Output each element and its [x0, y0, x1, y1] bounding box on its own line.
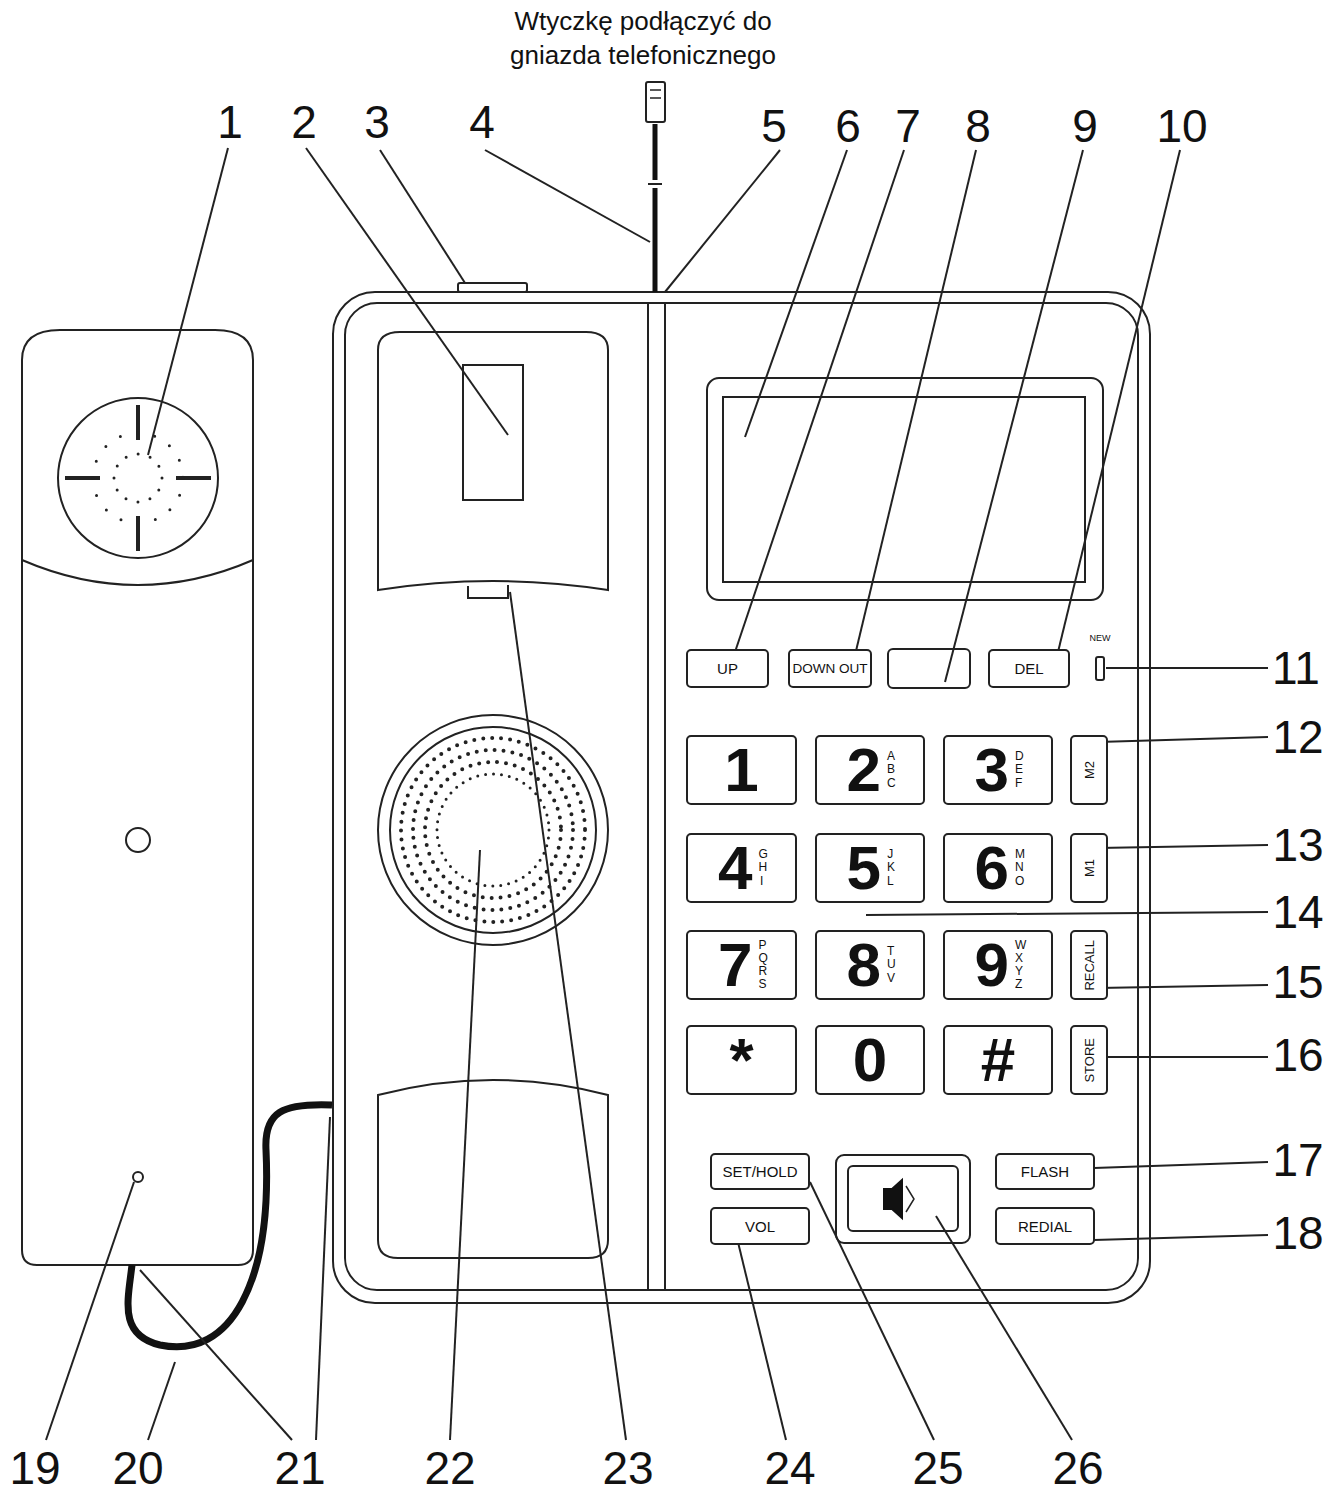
keypad-key: 6 MNO — [943, 833, 1053, 903]
callout-number: 15 — [1272, 959, 1323, 1005]
memory-button: STORE — [1070, 1025, 1108, 1095]
keypad-key: 0 — [815, 1025, 925, 1095]
callout-number: 10 — [1156, 103, 1207, 149]
callout-number: 16 — [1272, 1032, 1323, 1078]
function-button: SET/HOLD — [710, 1153, 810, 1190]
function-button: DEL — [988, 649, 1070, 688]
keypad-key: 4 GHI — [686, 833, 797, 903]
function-button: DOWN OUT — [788, 649, 872, 688]
key-digit: 1 — [724, 739, 758, 801]
key-digit: 6 — [974, 837, 1008, 899]
keypad-key: 2 ABC — [815, 735, 925, 805]
key-letters: PQRS — [758, 939, 765, 992]
callout-number: 3 — [364, 99, 390, 145]
key-digit: 0 — [853, 1029, 887, 1091]
key-digit: 2 — [846, 739, 880, 801]
button-label: M2 — [1083, 761, 1096, 779]
key-letters: ABC — [887, 750, 894, 790]
callout-number: 4 — [469, 99, 495, 145]
callout-number: 14 — [1272, 889, 1323, 935]
callout-number: 11 — [1272, 645, 1320, 691]
button-label: UP — [717, 661, 738, 676]
memory-button: M1 — [1070, 833, 1108, 903]
key-letters: WXYZ — [1015, 939, 1022, 992]
callout-number: 24 — [764, 1445, 815, 1491]
callout-number: 17 — [1272, 1137, 1323, 1183]
function-button: FLASH — [995, 1153, 1095, 1190]
callout-number: 20 — [112, 1445, 163, 1491]
callout-number: 12 — [1272, 714, 1323, 760]
callout-number: 6 — [835, 103, 861, 149]
keypad-key: 8 TUV — [815, 930, 925, 1000]
keypad-key: * — [686, 1025, 797, 1095]
button-label: REDIAL — [1018, 1219, 1072, 1234]
function-button: REDIAL — [995, 1207, 1095, 1245]
key-digit: 7 — [718, 934, 752, 996]
keypad-key: # — [943, 1025, 1053, 1095]
callout-number: 9 — [1072, 103, 1098, 149]
callout-number: 22 — [424, 1445, 475, 1491]
callout-number: 18 — [1272, 1210, 1323, 1256]
callout-number: 23 — [602, 1445, 653, 1491]
callout-number: 5 — [761, 103, 787, 149]
keypad-key: 9 WXYZ — [943, 930, 1053, 1000]
key-digit: 4 — [718, 837, 752, 899]
button-label: RECALL — [1083, 940, 1096, 991]
button-label: VOL — [745, 1219, 775, 1234]
button-label: SET/HOLD — [722, 1164, 797, 1179]
key-letters: GHI — [758, 848, 765, 888]
callout-number: 7 — [895, 103, 921, 149]
key-digit: * — [729, 1029, 753, 1091]
key-digit: 5 — [846, 837, 880, 899]
key-letters: MNO — [1015, 848, 1022, 888]
key-letters: TUV — [887, 945, 894, 985]
callout-number: 25 — [912, 1445, 963, 1491]
memory-button: M2 — [1070, 735, 1108, 805]
callout-number: 13 — [1272, 822, 1323, 868]
key-digit: 8 — [846, 934, 880, 996]
keypad-key: 3 DEF — [943, 735, 1053, 805]
keypad-key: 1 — [686, 735, 797, 805]
key-letters: DEF — [1015, 750, 1022, 790]
callout-number: 21 — [274, 1445, 325, 1491]
keypad-key: 5 JKL — [815, 833, 925, 903]
callout-number: 19 — [9, 1445, 60, 1491]
button-label: DOWN OUT — [792, 662, 867, 676]
button-label: DEL — [1014, 661, 1043, 676]
callout-number: 1 — [217, 99, 243, 145]
callout-number: 2 — [291, 99, 317, 145]
button-label: FLASH — [1021, 1164, 1069, 1179]
button-label: M1 — [1083, 859, 1096, 877]
key-digit: 9 — [974, 934, 1008, 996]
function-button: VOL — [710, 1207, 810, 1245]
callout-number: 8 — [965, 103, 991, 149]
key-digit: 3 — [974, 739, 1008, 801]
led-label: NEW — [1090, 634, 1111, 643]
keypad-key: 7 PQRS — [686, 930, 797, 1000]
key-letters: JKL — [887, 848, 894, 888]
button-label: STORE — [1083, 1038, 1096, 1083]
key-digit: # — [981, 1029, 1015, 1091]
memory-button: RECALL — [1070, 930, 1108, 1000]
plug-note: Wtyczkę podłączyć do gniazda telefoniczn… — [478, 4, 808, 72]
function-button: UP — [686, 649, 769, 688]
callout-number: 26 — [1052, 1445, 1103, 1491]
